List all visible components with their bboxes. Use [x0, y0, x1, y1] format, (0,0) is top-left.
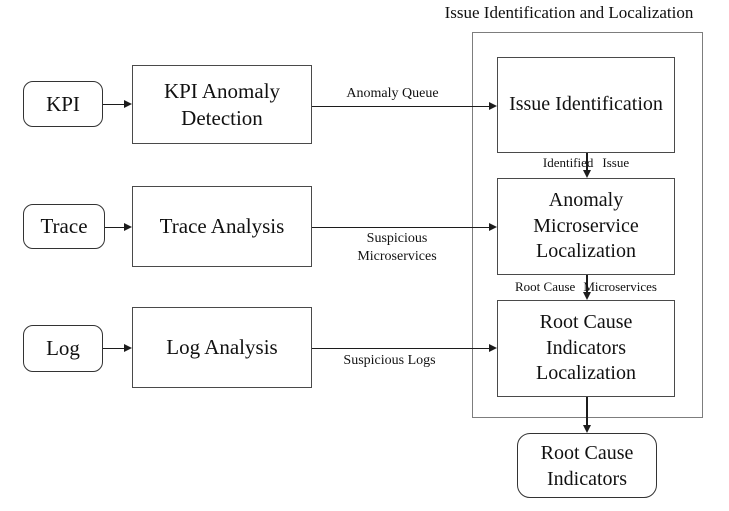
arrow-trace-to-analysis-line	[105, 226, 126, 228]
arrow-kpi-to-detection-line	[103, 103, 126, 105]
node-kpi-anomaly-detection-label: KPI Anomaly Detection	[163, 78, 281, 130]
edge-label-identified-issue: Identified Issue	[497, 155, 675, 171]
source-node-kpi: KPI	[23, 81, 103, 127]
edge-label-identified-issue-right: Issue	[602, 155, 630, 170]
source-node-log: Log	[23, 325, 103, 372]
output-node-root-cause-indicators: Root Cause Indicators	[517, 433, 657, 498]
arrow-to-output-line	[586, 397, 588, 426]
arrow-suspicious-logs-line	[312, 347, 490, 349]
arrow-log-to-analysis-line	[103, 347, 126, 349]
output-node-root-cause-indicators-label: Root Cause Indicators	[540, 441, 634, 490]
node-kpi-anomaly-detection: KPI Anomaly Detection	[132, 65, 312, 144]
arrow-suspicious-microservices-head-icon	[489, 223, 497, 231]
edge-label-suspicious-logs: Suspicious Logs	[343, 353, 436, 368]
node-issue-identification: Issue Identification	[497, 57, 675, 153]
node-issue-identification-label: Issue Identification	[509, 93, 663, 116]
arrow-to-output-head-icon	[582, 425, 591, 433]
edge-label-root-cause-microservices-left: Root Cause	[515, 279, 576, 294]
source-node-trace: Trace	[23, 204, 105, 249]
diagram-title: Issue Identification and Localization	[444, 3, 694, 22]
arrow-log-to-analysis-head-icon	[124, 344, 132, 352]
node-log-analysis-label: Log Analysis	[166, 335, 278, 360]
arrow-kpi-to-detection-head-icon	[124, 100, 132, 108]
node-trace-analysis-label: Trace Analysis	[159, 214, 285, 239]
arrow-suspicious-microservices-line	[312, 226, 490, 228]
arrow-trace-to-analysis-head-icon	[124, 223, 132, 231]
arrow-identified-issue-line	[586, 153, 588, 172]
source-node-trace-label: Trace	[40, 214, 88, 239]
arrow-root-cause-microservices-head-icon	[582, 292, 591, 300]
node-anomaly-microservice-localization: Anomaly Microservice Localization	[497, 178, 675, 275]
node-anomaly-microservice-localization-label: Anomaly Microservice Localization	[533, 189, 639, 263]
pipeline-container-box	[472, 32, 703, 418]
node-root-cause-indicators-localization: Root Cause Indicators Localization	[497, 300, 675, 397]
arrow-anomaly-queue-head-icon	[489, 102, 497, 110]
source-node-log-label: Log	[46, 336, 80, 361]
node-log-analysis: Log Analysis	[132, 307, 312, 388]
arrow-identified-issue-head-icon	[582, 170, 591, 178]
source-node-kpi-label: KPI	[46, 91, 80, 116]
edge-label-root-cause-microservices-right: Microservices	[583, 279, 657, 294]
arrow-root-cause-microservices-line	[586, 275, 588, 294]
node-trace-analysis: Trace Analysis	[132, 186, 312, 267]
arrow-suspicious-logs-head-icon	[489, 344, 497, 352]
edge-label-anomaly-queue: Anomaly Queue	[346, 86, 439, 101]
arrow-anomaly-queue-line	[312, 105, 490, 107]
edge-label-suspicious-microservices: Suspicious Microservices	[357, 231, 437, 264]
node-root-cause-indicators-localization-label: Root Cause Indicators Localization	[536, 311, 636, 385]
edge-label-root-cause-microservices: Root Cause Microservices	[497, 279, 675, 295]
edge-label-identified-issue-left: Identified	[542, 155, 594, 170]
